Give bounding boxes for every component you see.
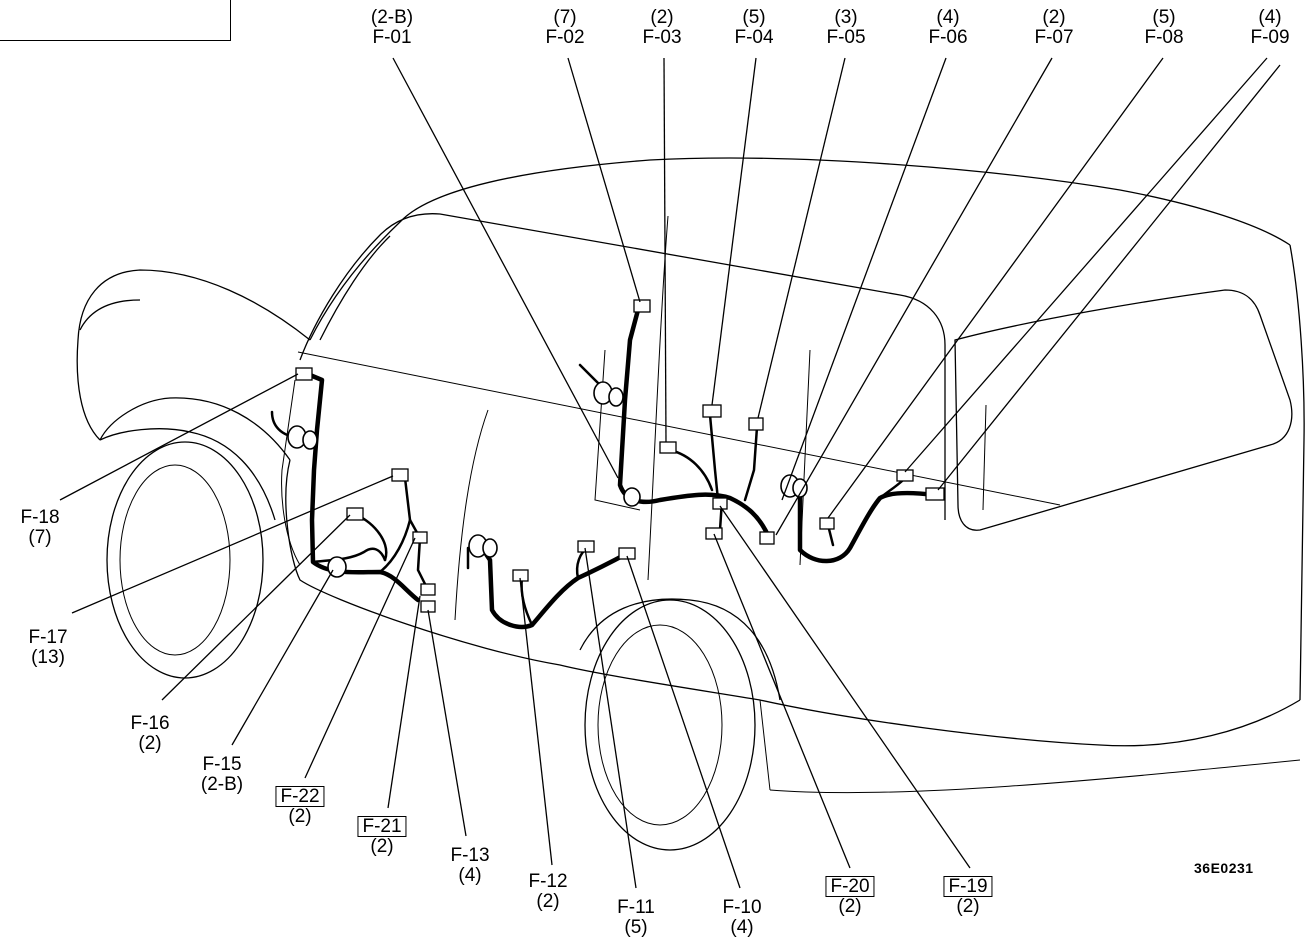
connector-id: F-08 <box>1144 27 1184 48</box>
label-f-22: F-22 (2) <box>275 786 325 827</box>
connector-id: F-04 <box>734 27 774 48</box>
connector-id: F-07 <box>1034 27 1074 48</box>
label-f-15: F-15 (2-B) <box>201 755 243 795</box>
label-f-09: (4) F-09 <box>1250 8 1289 48</box>
pin-count: (5) <box>1152 7 1176 28</box>
label-f-13: F-13 (4) <box>450 846 489 886</box>
pin-count: (2) <box>838 896 862 917</box>
label-f-06: (4) F-06 <box>928 8 967 48</box>
label-f-11: F-11 (5) <box>617 898 655 938</box>
pin-count: (7) <box>28 527 52 548</box>
connector-id: F-03 <box>642 27 682 48</box>
connector-id: F-21 <box>357 816 407 837</box>
connector-blocks <box>295 299 945 613</box>
connector-id: F-16 <box>130 713 170 734</box>
label-f-18: F-18 (7) <box>20 508 59 548</box>
pin-count: (2) <box>370 836 394 857</box>
pin-count: (5) <box>742 7 766 28</box>
label-f-08: (5) F-08 <box>1144 8 1183 48</box>
pin-count: (4) <box>936 7 960 28</box>
pin-count: (7) <box>553 7 577 28</box>
connector-id: F-18 <box>20 507 60 528</box>
connector-id: F-06 <box>928 27 968 48</box>
label-f-05: (3) F-05 <box>826 8 865 48</box>
pin-count: (4) <box>1258 7 1282 28</box>
leader-lines <box>59 57 1281 889</box>
pin-count: (13) <box>31 647 65 668</box>
connector-id: F-22 <box>275 786 325 807</box>
label-f-21: F-21 (2) <box>357 816 407 857</box>
vehicle-body-outline <box>76 157 1305 851</box>
corner-frame <box>0 0 231 41</box>
connector-id: F-19 <box>943 876 993 897</box>
pin-count: (2) <box>650 7 674 28</box>
connector-id: F-11 <box>617 897 655 918</box>
label-f-12: F-12 (2) <box>528 872 567 912</box>
pin-count: (2) <box>956 896 980 917</box>
connector-id: F-10 <box>722 897 762 918</box>
grommets <box>287 381 808 578</box>
pin-count: (2) <box>288 806 312 827</box>
label-f-16: F-16 (2) <box>130 714 169 754</box>
pin-count: (3) <box>834 7 858 28</box>
pin-count: (2-B) <box>200 774 244 795</box>
pin-count: (5) <box>624 917 648 938</box>
figure-code: 36E0231 <box>1194 860 1254 876</box>
connector-id: F-02 <box>545 27 585 48</box>
label-f-20: F-20 (2) <box>825 876 875 917</box>
label-f-17: F-17 (13) <box>28 628 67 668</box>
label-f-04: (5) F-04 <box>734 8 773 48</box>
connector-id: F-05 <box>826 27 866 48</box>
pin-count: (2) <box>1042 7 1066 28</box>
pin-count: (4) <box>458 865 482 886</box>
pin-count: (2) <box>138 733 162 754</box>
pin-count: (2-B) <box>370 7 414 28</box>
label-f-02: (7) F-02 <box>545 8 584 48</box>
label-f-07: (2) F-07 <box>1034 8 1073 48</box>
connector-id: F-17 <box>28 627 68 648</box>
label-f-01: (2-B) F-01 <box>371 8 413 48</box>
connector-id: F-09 <box>1250 27 1290 48</box>
pin-count: (4) <box>730 917 754 938</box>
label-f-19: F-19 (2) <box>943 876 993 917</box>
connector-id: F-15 <box>202 754 242 775</box>
connector-id: F-20 <box>825 876 875 897</box>
label-f-03: (2) F-03 <box>642 8 681 48</box>
connector-id: F-13 <box>450 845 490 866</box>
pin-count: (2) <box>536 891 560 912</box>
connector-id: F-01 <box>372 27 412 48</box>
label-f-10: F-10 (4) <box>722 898 761 938</box>
connector-id: F-12 <box>528 871 568 892</box>
